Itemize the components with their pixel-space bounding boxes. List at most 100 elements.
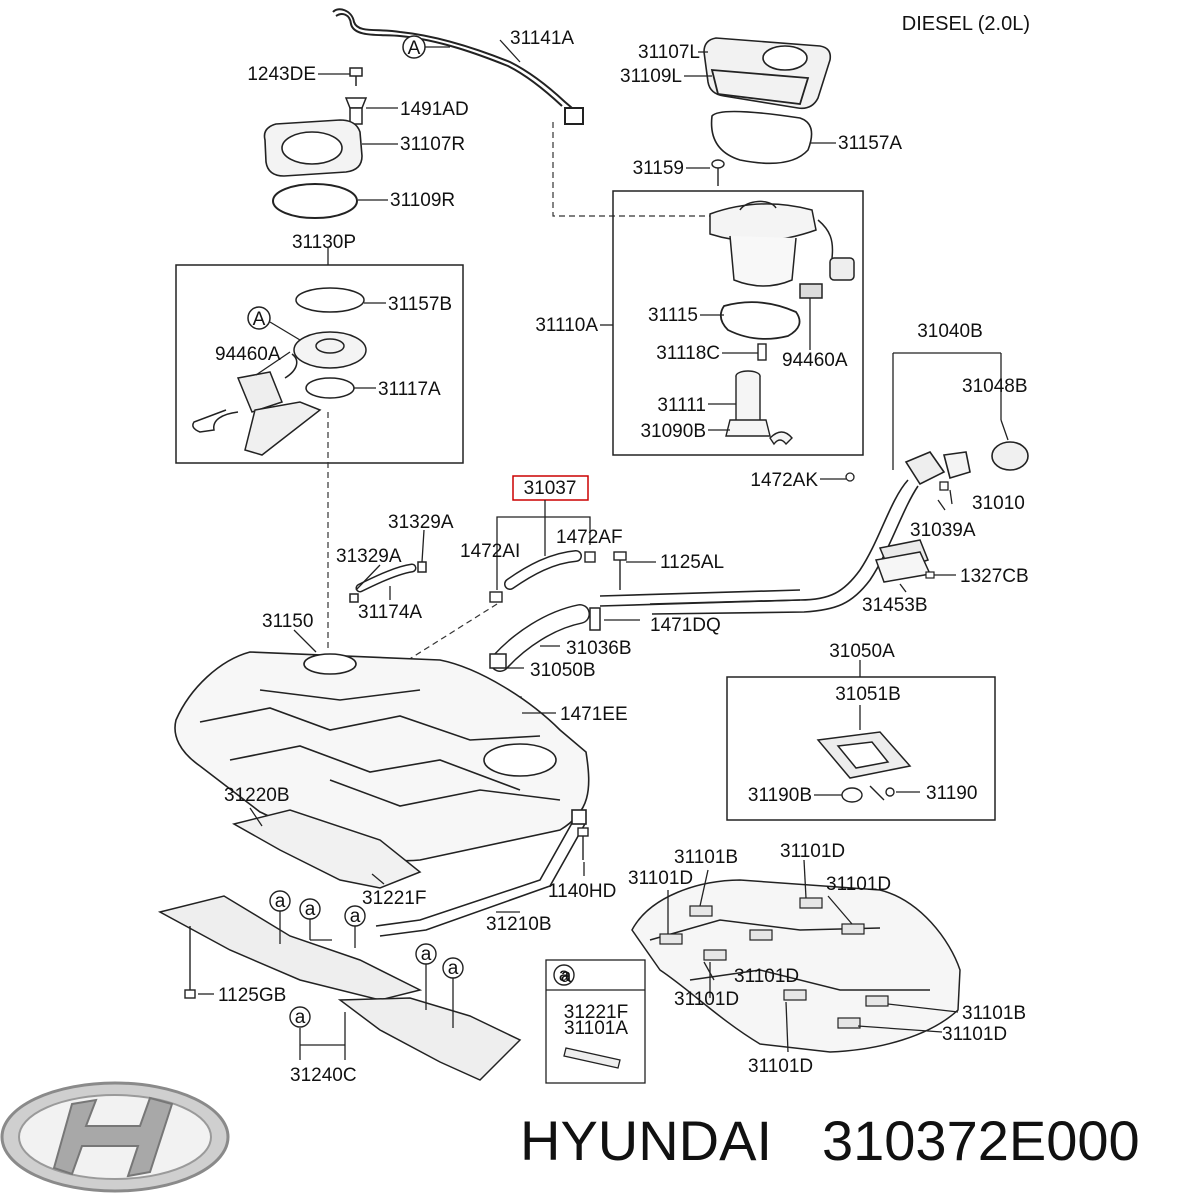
part-labels: 31141A 1243DE 1491AD 31107R 31109R 31130…: [215, 28, 1029, 1086]
valve-31190B: [841, 787, 863, 803]
strap-31210B: [375, 809, 587, 937]
callout-circles-a: [269, 890, 575, 1028]
bracket-31037: [496, 500, 546, 560]
label-1125GB: 1125GB: [218, 985, 286, 1006]
vent-tube-31174A: [349, 561, 427, 603]
variant-label: DIESEL (2.0L): [902, 13, 1030, 35]
callout-circle-A-top: A: [402, 35, 426, 59]
label-1472AI: 1472AI: [460, 541, 520, 562]
gasket-31107L: [703, 37, 832, 110]
svg-text:a: a: [275, 891, 286, 912]
vent-hose-31141A: [332, 8, 584, 125]
label-31051B: 31051B: [835, 684, 901, 705]
gasket-31107R: [263, 119, 363, 177]
label-31221F: 31221F: [362, 888, 426, 909]
fuel-pump-31111: [725, 370, 793, 446]
pads-31101: [659, 897, 889, 1029]
svg-text:a: a: [421, 944, 432, 965]
label-1140HD: 1140HD: [548, 881, 616, 902]
clip-31190: [869, 785, 895, 801]
label-31101D-top: 31101D: [780, 841, 845, 862]
seal-31109R: [272, 183, 358, 219]
bracket-31453B: [874, 539, 932, 583]
hyundai-logo: [0, 1081, 230, 1193]
label-31130P: 31130P: [292, 232, 356, 253]
label-31101D-low: 31101D: [674, 989, 739, 1010]
label-31050B: 31050B: [530, 660, 596, 681]
svg-text:A: A: [408, 38, 421, 59]
bolt-1140HD: [577, 827, 589, 860]
bolt-1125AL: [613, 551, 627, 590]
label-31141A: 31141A: [510, 28, 574, 49]
label-31110A: 31110A: [535, 315, 598, 336]
svg-text:a: a: [448, 958, 459, 979]
assembly-box-31130P: [175, 264, 464, 464]
label-1491AD: 1491AD: [400, 99, 469, 120]
svg-text:A: A: [253, 309, 266, 330]
label-1472AK: 1472AK: [750, 470, 818, 491]
callout-letters-a: a a a a a a a: [275, 891, 570, 1028]
label-31040B: 31040B: [917, 321, 983, 342]
callout-circle-A-left: A: [247, 306, 271, 330]
clip-1472AK: [845, 472, 855, 482]
label-31101D-mid: 31101D: [734, 966, 799, 987]
dashed-guide-vent: [552, 122, 720, 217]
label-31109R: 31109R: [390, 190, 455, 211]
seal-31109L: [710, 68, 810, 105]
highlight-box-31037: [512, 475, 589, 501]
clamp-1472AI: [489, 591, 503, 603]
label-31039A: 31039A: [910, 520, 976, 541]
part-number: 310372E000: [822, 1109, 1140, 1172]
label-31220B: 31220B: [224, 785, 290, 806]
label-31037: 31037: [524, 478, 577, 499]
label-31101D-right: 31101D: [826, 874, 891, 895]
label-31111: 31111: [657, 395, 706, 416]
pad-31051B: [816, 731, 912, 779]
leader-lines: [198, 39, 1009, 1060]
label-31010: 31010: [972, 493, 1025, 514]
label-31118C: 31118C: [656, 343, 720, 364]
assembly-box-31110A: [612, 190, 864, 456]
label-31174A: 31174A: [358, 602, 422, 623]
gasket-31157A: [710, 110, 813, 165]
label-31101B-top: 31101B: [674, 847, 738, 868]
label-31101D-left: 31101D: [628, 868, 693, 889]
clamp-31050B: [489, 653, 507, 669]
label-31050A: 31050A: [829, 641, 895, 662]
label-31101B-bottom: 31101B: [962, 1003, 1026, 1024]
label-31109L: 31109L: [620, 66, 682, 87]
label-31190: 31190: [926, 783, 977, 804]
svg-text:a: a: [350, 906, 361, 927]
heat-shield-31220B: [231, 809, 422, 889]
label-31329A-lower: 31329A: [336, 546, 402, 567]
label-31240C: 31240C: [290, 1065, 357, 1086]
label-1471DQ: 1471DQ: [650, 615, 721, 636]
label-31101D-bottom: 31101D: [748, 1056, 813, 1077]
label-1472AF: 1472AF: [556, 527, 623, 548]
screw-1327CB: [925, 571, 935, 579]
svg-text:a: a: [295, 1007, 306, 1028]
label-31101D-bottom-right: 31101D: [942, 1024, 1007, 1045]
label-31101A-box: 31101A: [564, 1018, 628, 1039]
filter-31118C: [757, 343, 767, 361]
clip-31039A: [939, 481, 949, 491]
pad-31101A: [563, 1047, 621, 1069]
label-94460A-right: 94460A: [782, 350, 848, 371]
label-1471EE: 1471EE: [560, 704, 628, 725]
label-31329A-upper: 31329A: [388, 512, 454, 533]
sender-assembly-left: [192, 287, 367, 456]
under-cover-left: [157, 895, 423, 1001]
bolt-1125GB: [184, 926, 196, 999]
pump-module-31110A: [709, 200, 855, 299]
label-31190B: 31190B: [748, 785, 812, 806]
label-31210B: 31210B: [486, 914, 552, 935]
label-a-box: a: [561, 966, 572, 987]
screw-31159: [711, 159, 725, 186]
label-31453B: 31453B: [862, 595, 928, 616]
tank-pads-view: [631, 879, 961, 1053]
label-31221F-box: 31221F: [564, 1002, 628, 1023]
under-cover-31240C: [337, 997, 522, 1081]
clamp-1471DQ: [589, 607, 601, 631]
label-31159: 31159: [633, 158, 684, 179]
